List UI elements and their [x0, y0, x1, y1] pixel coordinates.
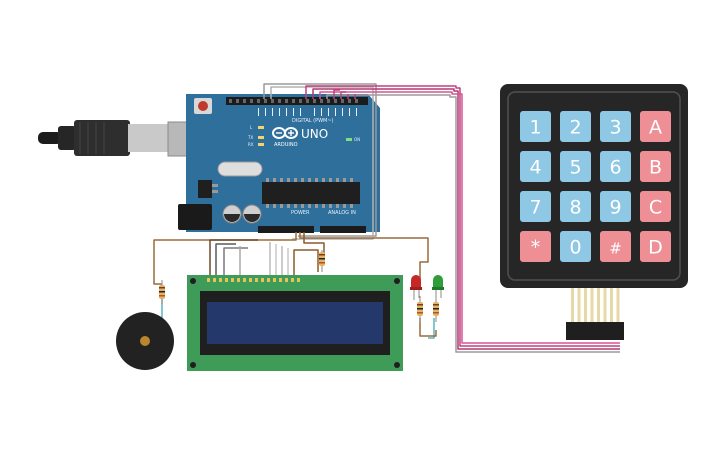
- resistor-buzzer[interactable]: [159, 280, 165, 304]
- keypad-key-label: C: [649, 197, 662, 219]
- digital-header-pins: [229, 99, 358, 103]
- keypad-key-label: A: [649, 117, 662, 139]
- on-label: ON: [354, 137, 360, 142]
- analog-header: [320, 226, 366, 233]
- brand-label: ARDUINO: [274, 142, 298, 148]
- resistor-green-led[interactable]: [433, 296, 439, 322]
- keypad-connector: [566, 322, 624, 340]
- keypad-key-7[interactable]: 7: [520, 191, 551, 222]
- resistor-red-led[interactable]: [417, 296, 423, 322]
- keypad-key-label: 6: [609, 157, 621, 179]
- voltage-regulator: [198, 180, 212, 198]
- keypad-key-label: 4: [529, 157, 541, 179]
- on-led: [346, 138, 352, 141]
- keypad-key-label: 0: [569, 237, 581, 259]
- keypad-key-5[interactable]: 5: [560, 151, 591, 182]
- keypad-key-label: 8: [569, 197, 581, 219]
- led-green[interactable]: [432, 275, 444, 300]
- wire-brown-buzzer[interactable]: [153, 232, 297, 285]
- rx-led: [258, 143, 264, 146]
- keypad-key-label: 2: [569, 117, 581, 139]
- keypad-4x4[interactable]: 1 2 3 A 4 5 6 B 7 8 9 C * 0 # D: [500, 84, 688, 288]
- wire-grey-2[interactable]: [270, 86, 374, 240]
- power-jack[interactable]: [178, 204, 212, 230]
- wire-grey-3[interactable]: [326, 94, 620, 353]
- keypad-key-9[interactable]: 9: [600, 191, 631, 222]
- keypad-key-c[interactable]: C: [640, 191, 671, 222]
- power-label: POWER: [291, 210, 310, 216]
- wires: [147, 83, 620, 353]
- resistor-lcd[interactable]: [319, 250, 325, 272]
- keypad-keys: 1 2 3 A 4 5 6 B 7 8 9 C * 0 # D: [520, 111, 671, 262]
- keypad-key-d[interactable]: D: [640, 231, 671, 262]
- power-header: [258, 226, 314, 233]
- tx-led: [258, 136, 264, 139]
- model-label: UNO: [301, 127, 328, 141]
- usb-cable[interactable]: [38, 120, 197, 157]
- keypad-key-label: B: [649, 157, 662, 179]
- keypad-key-2[interactable]: 2: [560, 111, 591, 142]
- tx-label: TX: [247, 135, 253, 140]
- keypad-key-label: 9: [609, 197, 621, 219]
- arduino-uno-board[interactable]: DIGITAL (PWM~) L TX RX UNO ARDUINO ON: [178, 94, 380, 233]
- buzzer-center: [140, 336, 150, 346]
- l-label: L: [250, 125, 253, 130]
- keypad-key-8[interactable]: 8: [560, 191, 591, 222]
- wire-pink-1[interactable]: [305, 85, 620, 347]
- wire-pink-2[interactable]: [312, 88, 620, 350]
- l-led: [258, 126, 264, 129]
- arduino-logo-icon: [272, 127, 298, 139]
- keypad-key-label: #: [609, 240, 622, 258]
- keypad-key-1[interactable]: 1: [520, 111, 551, 142]
- led-red[interactable]: [410, 275, 422, 300]
- reset-button-cap: [198, 101, 208, 111]
- rx-label: RX: [248, 142, 254, 147]
- digital-label: DIGITAL (PWM~): [292, 118, 334, 124]
- keypad-key-label: 7: [529, 197, 541, 219]
- keypad-ribbon: [566, 288, 624, 340]
- digital-pin-marks: [258, 108, 357, 116]
- chip-pins: [266, 178, 353, 208]
- lcd-16x2[interactable]: [187, 275, 403, 371]
- keypad-key-0[interactable]: 0: [560, 231, 591, 262]
- keypad-key-label: D: [648, 237, 663, 259]
- atmega-chip: [262, 182, 360, 204]
- digital-header: [226, 97, 368, 105]
- piezo-buzzer[interactable]: [116, 312, 174, 370]
- lcd-pins: [207, 278, 300, 282]
- analog-label: ANALOG IN: [328, 210, 356, 216]
- lcd-mount-holes: [190, 278, 400, 368]
- keypad-key-label: 3: [609, 117, 621, 139]
- keypad-key-a[interactable]: A: [640, 111, 671, 142]
- crystal-oscillator: [217, 161, 263, 177]
- keypad-key-star[interactable]: *: [520, 231, 551, 262]
- keypad-key-4[interactable]: 4: [520, 151, 551, 182]
- wire-grey-1[interactable]: [263, 83, 377, 237]
- keypad-key-hash[interactable]: #: [600, 231, 631, 262]
- keypad-key-label: *: [531, 237, 541, 259]
- wire-brown-led[interactable]: [299, 232, 429, 280]
- lcd-screen: [207, 302, 383, 344]
- keypad-key-b[interactable]: B: [640, 151, 671, 182]
- keypad-key-label: 5: [569, 157, 581, 179]
- keypad-key-label: 1: [529, 117, 541, 139]
- wire-pink-3[interactable]: [319, 91, 620, 344]
- keypad-key-6[interactable]: 6: [600, 151, 631, 182]
- keypad-key-3[interactable]: 3: [600, 111, 631, 142]
